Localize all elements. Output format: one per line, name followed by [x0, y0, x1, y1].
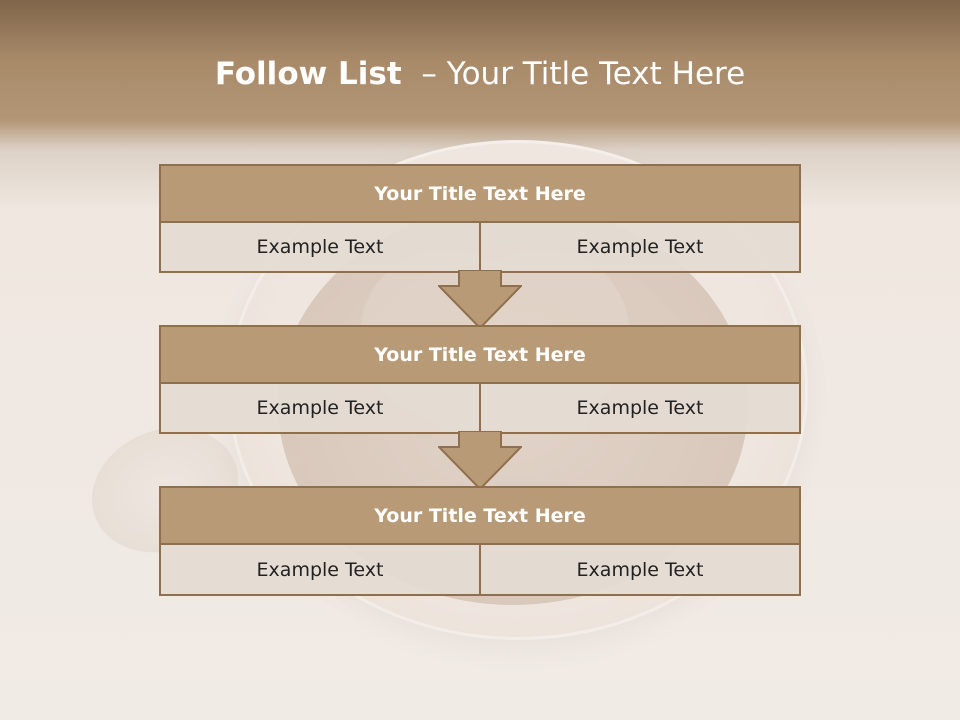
- block-2-right-text[interactable]: Example Text: [479, 384, 799, 432]
- block-3-left-text[interactable]: Example Text: [161, 545, 479, 594]
- block-title-1[interactable]: Your Title Text Here: [161, 166, 799, 223]
- block-1-right-text[interactable]: Example Text: [479, 223, 799, 271]
- title-bold-text: Follow List: [214, 56, 402, 92]
- block-2-left-text[interactable]: Example Text: [161, 384, 479, 432]
- block-title-2[interactable]: Your Title Text Here: [161, 327, 799, 384]
- list-block-1: Your Title Text Here Example Text Exampl…: [159, 164, 801, 273]
- block-3-right-text[interactable]: Example Text: [479, 545, 799, 594]
- block-1-left-text[interactable]: Example Text: [161, 223, 479, 271]
- list-block-3: Your Title Text Here Example Text Exampl…: [159, 486, 801, 596]
- title-subtitle-text: – Your Title Text Here: [401, 56, 746, 92]
- list-block-2: Your Title Text Here Example Text Exampl…: [159, 325, 801, 434]
- down-arrow-icon: [438, 431, 522, 491]
- slide-title: Follow List – Your Title Text Here: [0, 56, 960, 92]
- block-title-3[interactable]: Your Title Text Here: [161, 488, 799, 545]
- down-arrow-icon: [438, 270, 522, 330]
